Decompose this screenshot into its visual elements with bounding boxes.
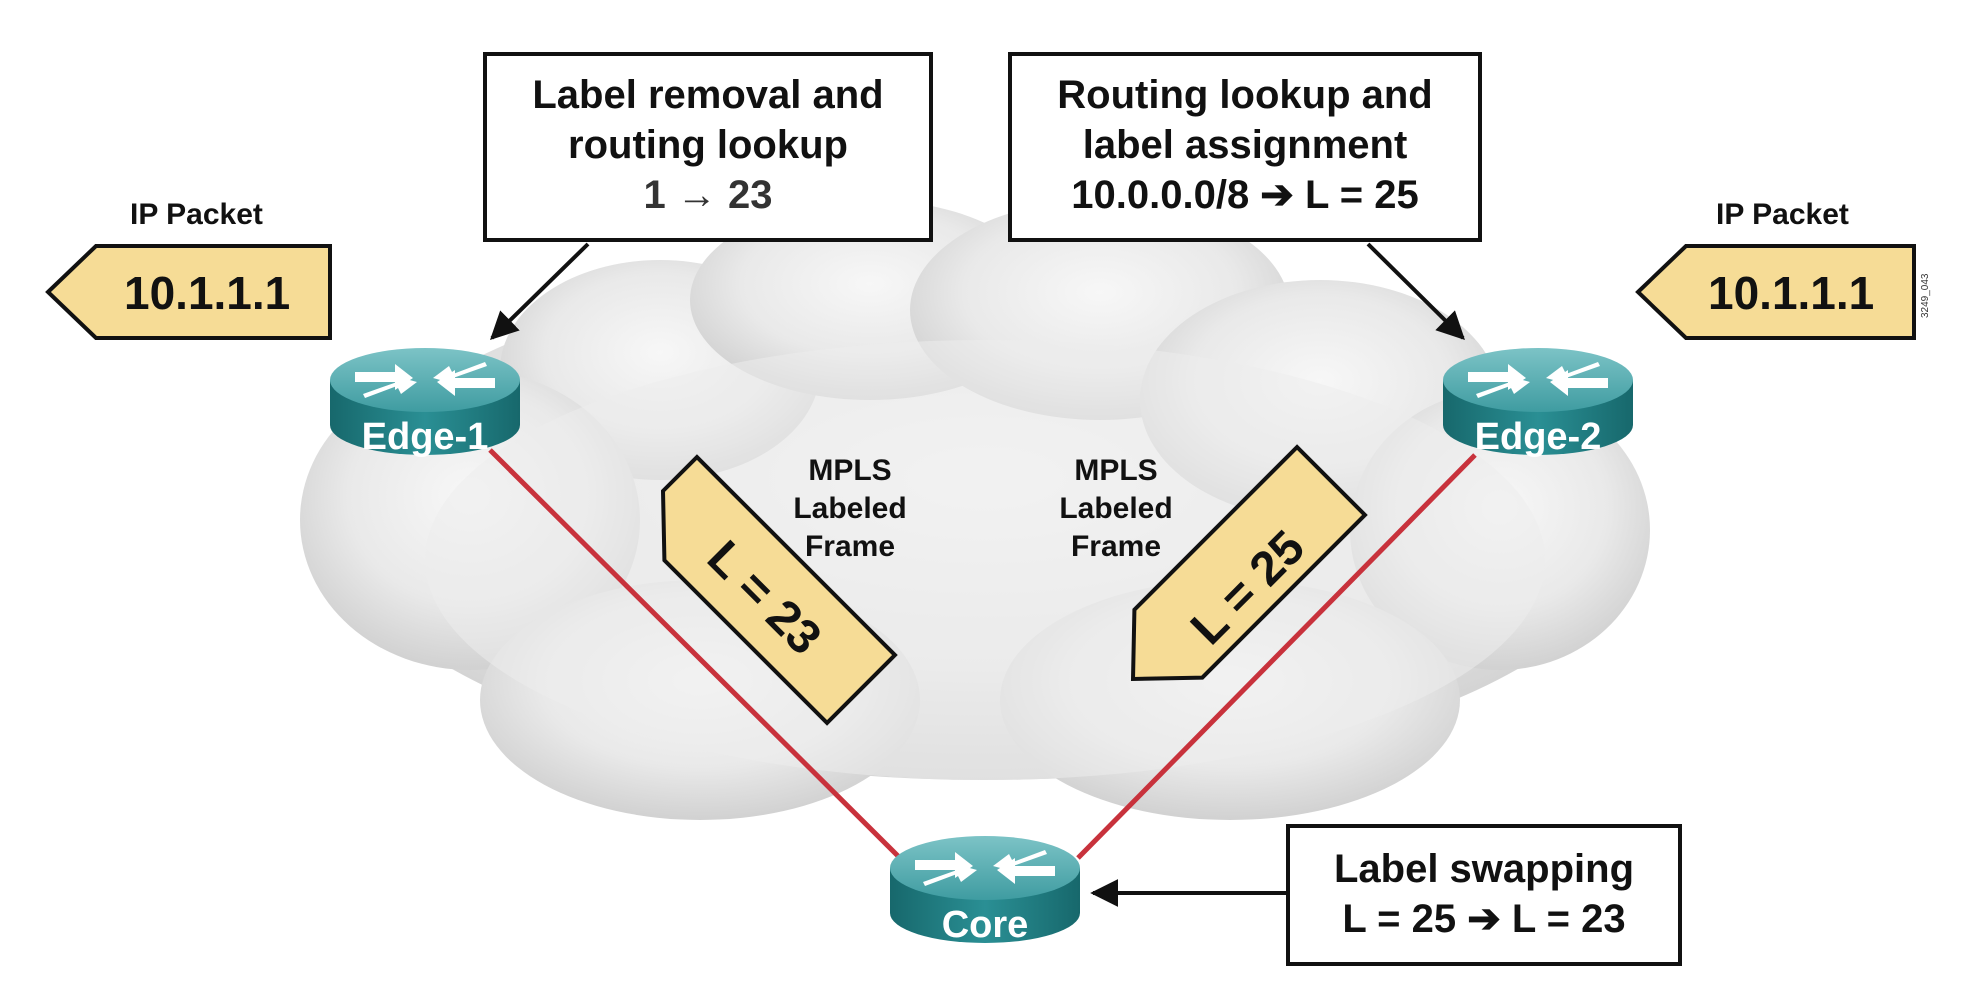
callout-label-removal-struck: 1 → 23 xyxy=(643,173,773,217)
frame-left-caption: MPLS Labeled Frame xyxy=(750,452,950,566)
router-edge1[interactable] xyxy=(330,348,520,455)
callout-label-assignment-line3: 10.0.0.0/8 ➔ L = 25 xyxy=(1071,173,1419,217)
link-edge1-core xyxy=(488,448,902,860)
callout-label-assignment: Routing lookup and label assignment 10.0… xyxy=(1008,52,1482,242)
router-arrows-icon xyxy=(355,362,495,398)
link-core-edge2 xyxy=(1076,453,1477,860)
frame-left-caption-line3: Frame xyxy=(804,530,896,563)
callout-label-swapping-line2: L = 25 ➔ L = 23 xyxy=(1342,897,1626,941)
router-edge2[interactable] xyxy=(1443,348,1633,455)
ip-packet-right-tag xyxy=(1635,244,1916,340)
callout-label-swapping-line1: Label swapping xyxy=(1333,847,1635,891)
frame-right-caption-line3: Frame xyxy=(1070,530,1162,563)
frame-right-caption: MPLS Labeled Frame xyxy=(1016,452,1216,566)
callout-label-assignment-line1: Routing lookup and xyxy=(1057,73,1433,117)
callout-label-assignment-line2: label assignment xyxy=(1082,123,1408,167)
frame-right-caption-line2: Labeled xyxy=(1059,492,1173,525)
router-core[interactable] xyxy=(890,836,1080,943)
ip-packet-left-title: IP Packet xyxy=(130,198,263,231)
mpls-frame-left-tag xyxy=(660,454,898,726)
callout-label-swapping: Label swapping L = 25 ➔ L = 23 xyxy=(1286,824,1682,966)
callout-label-removal-line2: routing lookup xyxy=(568,123,848,167)
callout-label-removal-line1: Label removal and xyxy=(532,73,884,117)
mpls-cloud xyxy=(300,200,1650,820)
ip-packet-right-title: IP Packet xyxy=(1716,198,1849,231)
ip-packet-left-tag xyxy=(45,244,332,340)
arrow-to-edge1 xyxy=(489,242,590,340)
router-edge1-label: Edge-1 xyxy=(361,416,489,458)
frame-left-caption-line1: MPLS xyxy=(808,454,892,487)
router-arrows-icon xyxy=(1468,362,1608,398)
mpls-frame-right-tag xyxy=(1130,444,1368,682)
callout-label-removal: Label removal and routing lookup 1 → 23 xyxy=(483,52,933,242)
router-arrows-icon xyxy=(915,850,1055,886)
figure-id: 3249_043 xyxy=(1920,273,1931,319)
frame-left-caption-line2: Labeled xyxy=(793,492,907,525)
arrow-to-edge2 xyxy=(1366,242,1465,340)
ip-packet-left-value: 10.1.1.1 xyxy=(124,267,291,319)
router-edge2-label: Edge-2 xyxy=(1474,416,1602,458)
router-core-label: Core xyxy=(941,904,1029,946)
frame-right-caption-line1: MPLS xyxy=(1074,454,1158,487)
ip-packet-right-value: 10.1.1.1 xyxy=(1708,267,1875,319)
